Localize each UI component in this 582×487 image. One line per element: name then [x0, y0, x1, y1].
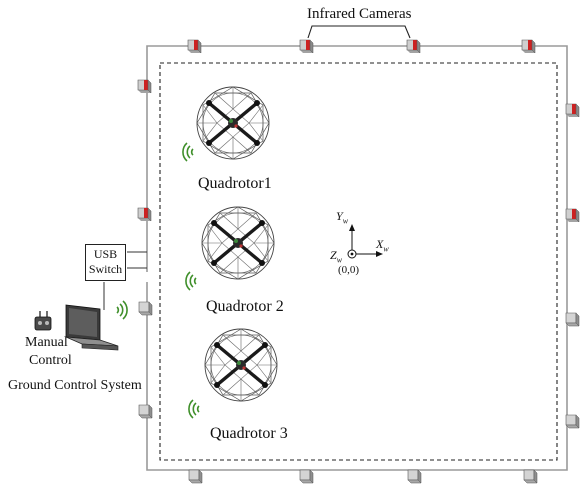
- origin-label: (0,0): [338, 264, 360, 276]
- wireless-signal-icon: [188, 399, 200, 419]
- infrared-camera-icon: [138, 301, 153, 316]
- ground-control-system-label: Ground Control System: [8, 378, 142, 393]
- infrared-camera-icon: [565, 414, 580, 429]
- quadrotor-icon: [203, 327, 279, 403]
- workspace-boundary: [159, 62, 558, 461]
- quadrotor-1-label: Quadrotor1: [198, 175, 272, 192]
- laptop-icon: [65, 304, 119, 351]
- axis-z-label: Zw: [330, 248, 342, 264]
- infrared-camera-icon: [299, 39, 314, 54]
- axis-x-letter: X: [376, 237, 384, 251]
- infrared-camera-icon: [137, 79, 152, 94]
- usb-switch-label-line2: Switch: [88, 262, 123, 276]
- axis-x-label: Xw: [376, 237, 389, 253]
- quadrotor-2-label: Quadrotor 2: [206, 298, 284, 315]
- quadrotor-icon: [195, 85, 271, 161]
- wireless-signal-icon: [116, 300, 128, 320]
- usb-switch-label-line1: USB: [93, 247, 118, 261]
- wireless-signal-icon: [185, 271, 197, 291]
- infrared-camera-icon: [565, 208, 580, 223]
- manual-control-label-line1: Manual: [25, 335, 68, 350]
- joystick-icon: [34, 311, 52, 331]
- axis-y-label: Yw: [336, 209, 348, 225]
- infrared-camera-icon: [523, 469, 538, 484]
- axis-x-subscript: w: [383, 244, 389, 254]
- axis-z-letter: Z: [330, 248, 337, 262]
- axis-y-subscript: w: [342, 216, 349, 226]
- infrared-cameras-label: Infrared Cameras: [307, 6, 412, 22]
- infrared-camera-icon: [565, 312, 580, 327]
- infrared-camera-icon: [565, 103, 580, 118]
- wireless-signal-icon: [182, 142, 194, 162]
- quadrotor-icon: [200, 205, 276, 281]
- world-frame-axes: [347, 224, 383, 259]
- infrared-camera-icon: [406, 39, 421, 54]
- quadrotor-3-label: Quadrotor 3: [210, 425, 288, 442]
- axis-y-letter: Y: [336, 209, 343, 223]
- cameras-callout: [307, 25, 411, 39]
- infrared-camera-icon: [299, 469, 314, 484]
- manual-control-label-line2: Control: [29, 353, 72, 368]
- infrared-camera-icon: [407, 469, 422, 484]
- infrared-camera-icon: [138, 404, 153, 419]
- infrared-camera-icon: [187, 39, 202, 54]
- infrared-camera-icon: [521, 39, 536, 54]
- usb-switch-box: USB Switch: [85, 244, 126, 281]
- infrared-camera-icon: [137, 207, 152, 222]
- infrared-camera-icon: [188, 469, 203, 484]
- axis-z-subscript: w: [336, 255, 343, 265]
